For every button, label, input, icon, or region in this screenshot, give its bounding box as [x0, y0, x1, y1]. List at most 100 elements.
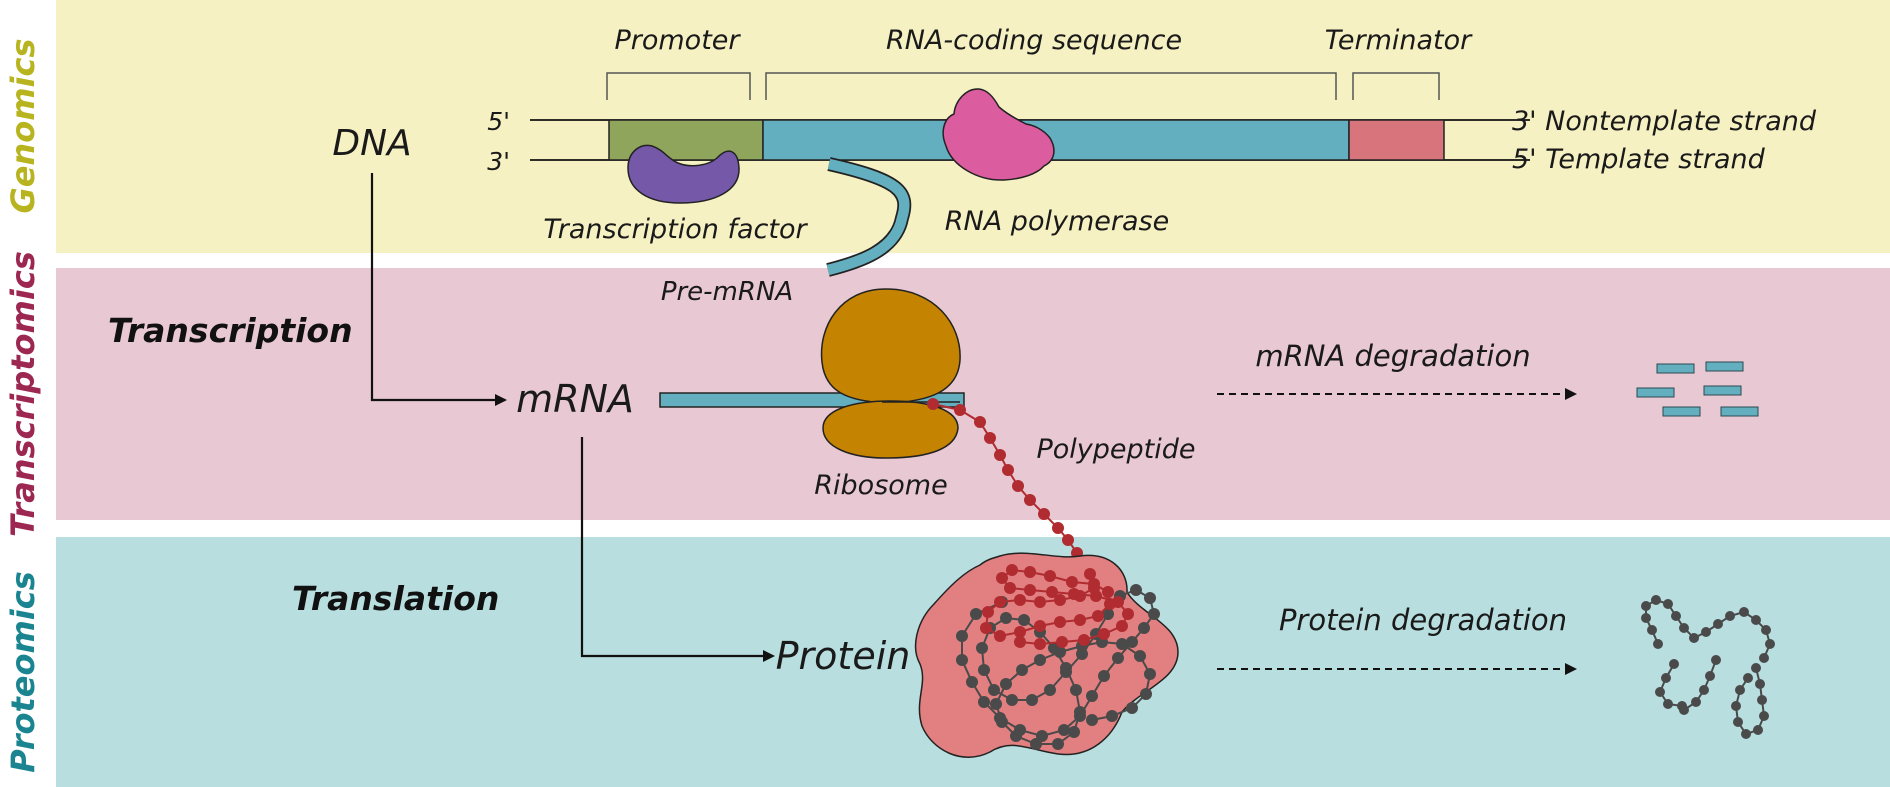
protein-gray-bead: [1026, 694, 1038, 706]
degraded-protein-bead: [1761, 625, 1771, 635]
protein-label: Protein: [776, 634, 911, 678]
degraded-protein-bead: [1757, 695, 1767, 705]
protein-red-bead: [1116, 620, 1128, 632]
protein-gray-bead: [956, 654, 968, 666]
protein-red-bead: [1056, 636, 1068, 648]
polypeptide-bead: [1024, 494, 1036, 506]
protein-gray-bead: [970, 608, 982, 620]
degraded-protein-bead: [1663, 599, 1673, 609]
protein-degradation-label: Protein degradation: [1279, 603, 1567, 637]
degraded-protein-bead: [1691, 697, 1701, 707]
protein-gray-bead: [1130, 584, 1142, 596]
protein-red-bead: [1088, 578, 1100, 590]
protein-gray-bead: [1126, 702, 1138, 714]
protein-gray-bead: [1060, 662, 1072, 674]
protein-gray-bead: [1070, 684, 1082, 696]
protein-gray-bead: [1140, 688, 1152, 700]
rna-polymerase-label: RNA polymerase: [945, 206, 1169, 237]
protein-gray-bead: [990, 698, 1002, 710]
degraded-protein-bead: [1739, 607, 1749, 617]
polypeptide-bead: [1052, 522, 1064, 534]
five-prime-top-label: 5': [487, 107, 510, 136]
mrna-fragments: [1636, 361, 1759, 417]
protein-red-bead: [996, 572, 1008, 584]
degraded-protein-bead: [1661, 673, 1671, 683]
protein-red-bead: [1074, 614, 1086, 626]
degraded-protein-bead: [1641, 601, 1651, 611]
protein-gray-bead: [966, 676, 978, 688]
sidebar-transcriptomics: Transcriptomics: [4, 251, 42, 537]
degraded-protein-bead: [1653, 639, 1663, 649]
degraded-protein-chain: [1641, 595, 1775, 739]
protein-gray-bead: [978, 664, 990, 676]
degraded-protein-bead: [1671, 611, 1681, 621]
protein-red-bead: [1034, 596, 1046, 608]
protein-gray-bead: [956, 630, 968, 642]
protein-gray-bead: [996, 716, 1008, 728]
polypeptide-bead: [927, 398, 939, 410]
degraded-protein-bead: [1759, 711, 1769, 721]
protein-red-bead: [1034, 638, 1046, 650]
protein-gray-bead: [1098, 670, 1110, 682]
mrna-label: mRNA: [516, 377, 634, 421]
polypeptide-bead: [974, 416, 986, 428]
degraded-protein-bead: [1663, 699, 1673, 709]
transcription-factor-label: Transcription factor: [543, 214, 808, 245]
protein-gray-bead: [1068, 726, 1080, 738]
protein-gray-bead: [1044, 684, 1056, 696]
rna-polymerase-shape: [942, 88, 1055, 181]
polypeptide-bead: [984, 432, 996, 444]
protein-red-bead: [1084, 568, 1096, 580]
degraded-protein-bead: [1733, 717, 1743, 727]
degraded-protein-bead: [1701, 627, 1711, 637]
degraded-protein-bead: [1755, 679, 1765, 689]
protein-gray-bead: [1030, 738, 1042, 750]
protein-chain-red: [980, 564, 1134, 650]
degraded-protein-bead: [1705, 671, 1715, 681]
mrna-degradation-label: mRNA degradation: [1255, 339, 1530, 373]
coding-segment: [762, 119, 1350, 161]
degraded-protein-bead: [1699, 685, 1709, 695]
polypeptide-bead: [1002, 464, 1014, 476]
protein-gray-bead: [1148, 608, 1160, 620]
terminator-segment: [1348, 119, 1445, 161]
polypeptide-bead: [994, 449, 1006, 461]
protein-gray-bead: [988, 684, 1000, 696]
protein-gray-bead: [1086, 690, 1098, 702]
dna-to-mrna-arrow: [370, 173, 507, 406]
degraded-protein-bead: [1759, 653, 1769, 663]
protein-gray-bead: [1116, 638, 1128, 650]
protein-gray-bead: [1016, 664, 1028, 676]
protein-gray-bead: [1010, 730, 1022, 742]
sidebar-genomics: Genomics: [4, 38, 42, 213]
protein-red-bead: [1044, 570, 1056, 582]
protein-gray-bead: [1112, 652, 1124, 664]
three-prime-bottom-label: 3': [487, 147, 510, 176]
protein-red-bead: [1098, 628, 1110, 640]
protein-red-bead: [1024, 584, 1036, 596]
protein-gray-bead: [1138, 622, 1150, 634]
translation-heading: Translation: [292, 579, 499, 618]
protein-red-bead: [994, 630, 1006, 642]
sidebar-proteomics: Proteomics: [4, 571, 42, 773]
protein-gray-bead: [1134, 650, 1146, 662]
protein-red-bead: [1102, 586, 1114, 598]
protein-gray-bead: [1144, 592, 1156, 604]
transcription-heading: Transcription: [108, 311, 353, 350]
degraded-protein-bead: [1669, 659, 1679, 669]
degraded-protein-bead: [1679, 705, 1689, 715]
protein-red-bead: [1046, 586, 1058, 598]
protein-red-bead: [1014, 636, 1026, 648]
protein-red-bead: [1054, 594, 1066, 606]
polypeptide-bead: [1012, 480, 1024, 492]
protein-red-bead: [1014, 626, 1026, 638]
degraded-protein-bead: [1651, 595, 1661, 605]
protein-gray-bead: [1034, 654, 1046, 666]
protein-gray-bead: [978, 696, 990, 708]
ribosome-small-subunit: [822, 400, 959, 459]
degraded-protein-bead: [1725, 611, 1735, 621]
transcriptomics-band: [56, 268, 1890, 520]
transcription-factor-shape: [627, 144, 740, 204]
polypeptide-bead: [1038, 508, 1050, 520]
